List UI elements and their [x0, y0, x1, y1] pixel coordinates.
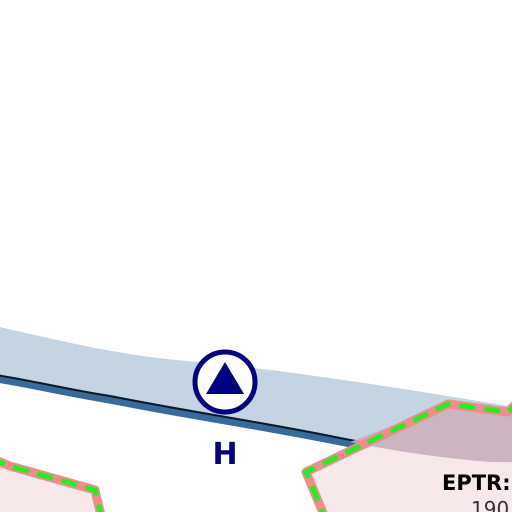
zone-eptr-value-label: 190	[471, 497, 509, 512]
zone-left-dashed-border	[0, 459, 103, 512]
heliport-triangle-icon	[206, 362, 244, 394]
zone-eptr-label-backdrop	[342, 462, 512, 512]
restricted-zone-left[interactable]	[0, 457, 105, 512]
restricted-zone-eptr[interactable]: EPTR: 190	[301, 399, 512, 512]
heliport-marker[interactable]: H	[192, 349, 258, 472]
zone-eptr-name-label: EPTR:	[442, 471, 511, 495]
zone-eptr-dashed-border	[302, 401, 512, 512]
heliport-label: H	[212, 437, 237, 472]
zone-eptr-airway-overlap	[350, 404, 512, 464]
